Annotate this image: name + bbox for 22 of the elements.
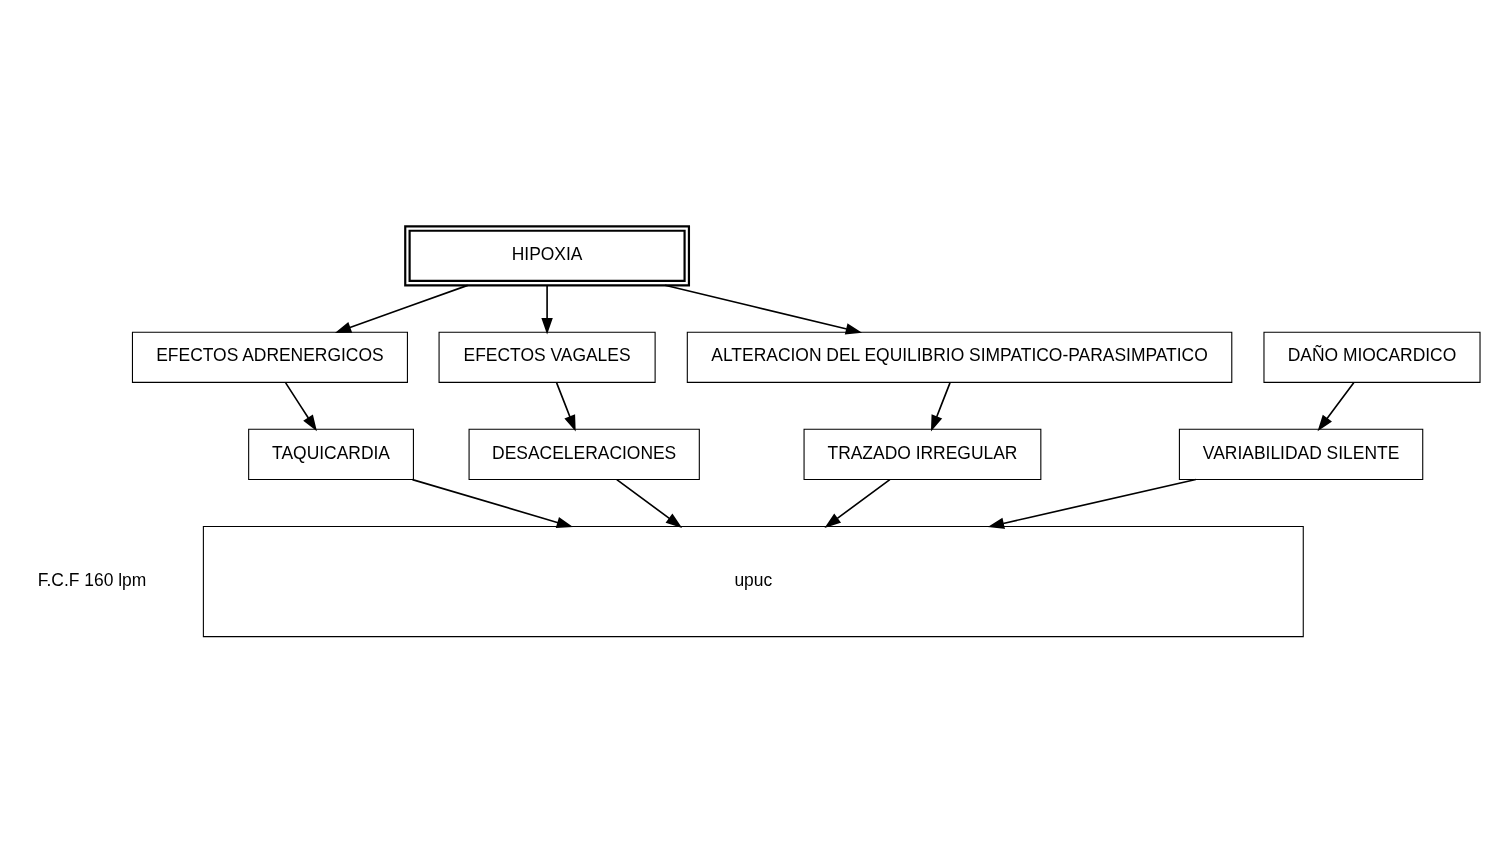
arrow xyxy=(411,478,574,528)
node-box: VARIABILIDAD SILENTE xyxy=(1178,428,1424,480)
arrow xyxy=(930,381,951,432)
node-box: TAQUICARDIA xyxy=(248,428,414,480)
arrow xyxy=(541,284,553,334)
node-box: ALTERACION DEL EQUILIBRIO SIMPATICO-PARASIMPATICO xyxy=(686,331,1233,383)
arrow xyxy=(334,284,469,333)
node-box: upuc xyxy=(202,525,1304,637)
arrow xyxy=(1317,381,1355,431)
arrow xyxy=(664,284,863,334)
arrow xyxy=(616,478,683,528)
node-box: DAÑO MIOCARDICO xyxy=(1263,331,1481,383)
arrow xyxy=(555,381,576,432)
arrow xyxy=(284,381,317,431)
node-label: F.C.F 160 lpm xyxy=(37,569,147,590)
node-box: EFECTOS ADRENERGICOS xyxy=(131,331,408,383)
node-box: HIPOXIA xyxy=(404,224,691,286)
node-box: DESACELERACIONES xyxy=(468,428,700,480)
arrow xyxy=(987,478,1197,529)
node-box: TRAZADO IRREGULAR xyxy=(803,428,1042,480)
node-box: EFECTOS VAGALES xyxy=(438,331,656,383)
arrow xyxy=(824,478,891,528)
